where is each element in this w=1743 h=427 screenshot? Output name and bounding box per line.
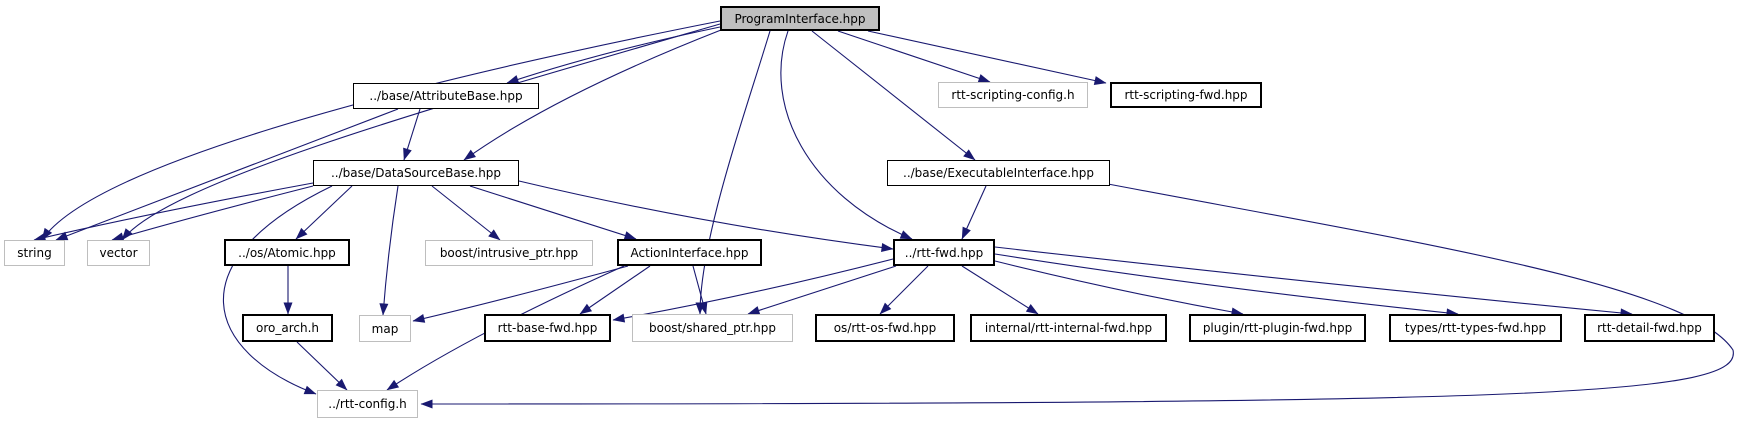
node-string: string [4, 240, 65, 266]
edge-programinterface-hpp-to-rtt-scripting-fwd-hpp [867, 30, 1107, 85]
edge-programinterface-hpp-to-rtt-fwd-hpp [780, 30, 913, 240]
node-types-rtt-types-fwd-hpp[interactable]: types/rtt-types-fwd.hpp [1389, 314, 1562, 342]
edge-rtt-fwd-hpp-to-types-rtt-types-fwd-hpp [994, 253, 1459, 318]
node-vector: vector [87, 240, 150, 266]
edge-base-datasourcebase-hpp-to-boost-intrusive-ptr-hpp [431, 185, 501, 241]
edge-base-datasourcebase-hpp-to-rtt-fwd-hpp [518, 180, 894, 252]
edge-actioninterface-hpp-to-map [412, 265, 629, 323]
edge-rtt-fwd-hpp-to-rtt-base-fwd-hpp [612, 258, 894, 323]
edge-base-datasourcebase-hpp-to-rtt-config-h [222, 185, 333, 395]
edge-base-executableinterface-hpp-to-rtt-config-h [420, 183, 1734, 409]
edge-base-datasourcebase-hpp-to-map [379, 185, 399, 316]
node-rtt-scripting-fwd-hpp[interactable]: rtt-scripting-fwd.hpp [1110, 82, 1262, 108]
edge-programinterface-hpp-to-base-attributebase-hpp [506, 26, 721, 84]
edge-base-datasourcebase-hpp-to-string [33, 182, 314, 242]
edge-programinterface-hpp-to-base-datasourcebase-hpp [463, 29, 722, 161]
edge-base-attributebase-hpp-to-base-datasourcebase-hpp [403, 108, 421, 161]
edge-actioninterface-hpp-to-boost-shared-ptr-hpp [692, 265, 708, 315]
node-boost-intrusive-ptr-hpp: boost/intrusive_ptr.hpp [425, 240, 593, 266]
edge-oro-arch-h-to-rtt-config-h [296, 341, 348, 391]
node-os-atomic-hpp[interactable]: ../os/Atomic.hpp [224, 239, 350, 266]
node-os-rtt-os-fwd-hpp[interactable]: os/rtt-os-fwd.hpp [815, 314, 955, 342]
node-rtt-fwd-hpp[interactable]: ../rtt-fwd.hpp [893, 239, 995, 266]
edge-programinterface-hpp-to-base-executableinterface-hpp [811, 30, 976, 161]
node-rtt-config-h: ../rtt-config.h [317, 390, 418, 418]
edge-rtt-fwd-hpp-to-plugin-rtt-plugin-fwd-hpp [994, 260, 1244, 317]
edge-programinterface-hpp-to-string [41, 20, 721, 241]
node-plugin-rtt-plugin-fwd-hpp[interactable]: plugin/rtt-plugin-fwd.hpp [1189, 314, 1366, 342]
node-programinterface-hpp: ProgramInterface.hpp [720, 6, 880, 31]
node-boost-shared-ptr-hpp: boost/shared_ptr.hpp [632, 314, 793, 342]
node-base-executableinterface-hpp[interactable]: ../base/ExecutableInterface.hpp [887, 160, 1110, 186]
edge-programinterface-hpp-to-boost-shared-ptr-hpp [695, 30, 771, 315]
node-rtt-detail-fwd-hpp[interactable]: rtt-detail-fwd.hpp [1584, 314, 1715, 342]
node-base-datasourcebase-hpp[interactable]: ../base/DataSourceBase.hpp [313, 160, 519, 186]
node-rtt-scripting-config-h: rtt-scripting-config.h [938, 82, 1088, 108]
edge-rtt-fwd-hpp-to-rtt-detail-fwd-hpp [994, 246, 1633, 318]
node-oro-arch-h[interactable]: oro_arch.h [242, 314, 333, 342]
node-internal-rtt-internal-fwd-hpp[interactable]: internal/rtt-internal-fwd.hpp [970, 314, 1167, 342]
node-actioninterface-hpp[interactable]: ActionInterface.hpp [617, 239, 762, 266]
edge-base-executableinterface-hpp-to-rtt-fwd-hpp [961, 185, 987, 240]
edge-rtt-fwd-hpp-to-os-rtt-os-fwd-hpp [879, 265, 929, 315]
edge-base-attributebase-hpp-to-string [55, 108, 399, 241]
edge-base-datasourcebase-hpp-to-vector [111, 185, 314, 242]
node-map: map [359, 315, 411, 342]
node-rtt-base-fwd-hpp[interactable]: rtt-base-fwd.hpp [484, 314, 611, 342]
edge-actioninterface-hpp-to-rtt-base-fwd-hpp [579, 265, 651, 315]
node-base-attributebase-hpp[interactable]: ../base/AttributeBase.hpp [353, 83, 539, 109]
edge-programinterface-hpp-to-rtt-scripting-config-h [837, 30, 991, 83]
edge-rtt-fwd-hpp-to-internal-rtt-internal-fwd-hpp [961, 265, 1039, 315]
edge-programinterface-hpp-to-vector [121, 23, 721, 241]
edge-base-datasourcebase-hpp-to-os-atomic-hpp [295, 185, 353, 240]
edge-rtt-fwd-hpp-to-boost-shared-ptr-hpp [747, 265, 897, 315]
edge-base-datasourcebase-hpp-to-actioninterface-hpp [469, 185, 637, 240]
